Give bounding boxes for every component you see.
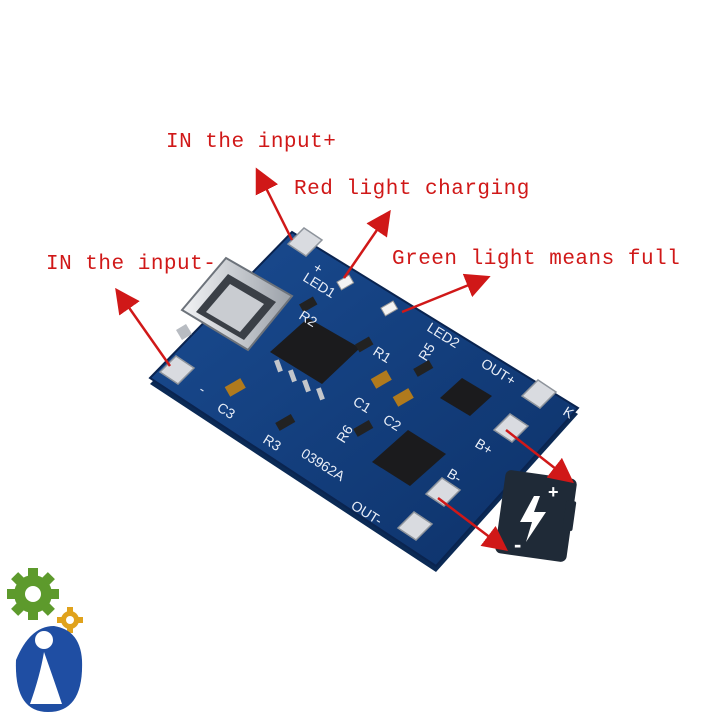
battery-plus: +	[548, 482, 559, 502]
led-charging	[336, 274, 355, 291]
pad-in-minus	[158, 355, 196, 385]
arrow-green-light	[401, 273, 491, 314]
protection-ic	[372, 430, 446, 486]
arrow-in-minus	[115, 287, 172, 367]
arrow-b-minus	[437, 497, 508, 552]
label-green-light: Green light means full	[392, 248, 681, 271]
smd-components	[224, 296, 434, 437]
gears-person-logo	[7, 568, 83, 712]
arrow-b-plus	[505, 429, 574, 484]
pcb-board: + - LED1 LED2 R2 R1 R5 R3 R6 C1 C2 C3 OU…	[148, 227, 580, 572]
arrow-in-plus	[255, 167, 294, 241]
label-red-light: Red light charging	[294, 178, 530, 201]
pad-out-plus	[520, 379, 558, 409]
silk-b-plus: B+	[472, 435, 495, 458]
battery-charging-icon: + -	[495, 470, 577, 562]
mosfet-ic	[440, 378, 492, 416]
label-in-plus: IN the input+	[166, 131, 337, 154]
pad-b-plus	[492, 413, 530, 443]
charger-ic	[270, 318, 360, 401]
pad-out-minus	[396, 511, 434, 541]
micro-usb-connector	[176, 256, 294, 352]
battery-minus: -	[514, 532, 521, 557]
pad-b-minus	[424, 477, 462, 507]
pad-in-plus	[286, 227, 324, 257]
arrow-red-light	[342, 209, 391, 279]
led-full	[380, 300, 399, 317]
label-in-minus: IN the input-	[46, 253, 217, 276]
